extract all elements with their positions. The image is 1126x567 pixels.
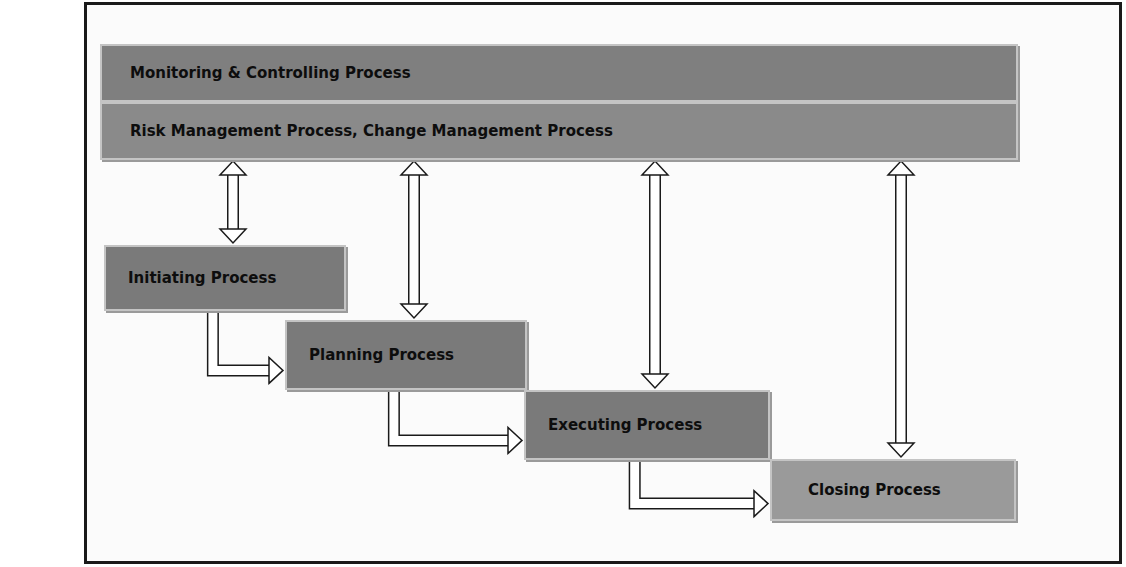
process-arrow — [220, 161, 246, 243]
arrow-shaft-outline — [227, 174, 239, 230]
arrow-shaft — [394, 391, 509, 440]
arrow-shaft — [651, 174, 660, 375]
process-box: Closing Process — [770, 459, 1016, 521]
arrow-head — [642, 161, 668, 175]
arrow-head — [269, 357, 283, 383]
arrow-head — [888, 161, 914, 175]
arrow-head — [888, 443, 914, 457]
arrow-shaft — [213, 312, 270, 370]
arrow-head — [401, 304, 427, 318]
arrow-head — [220, 229, 246, 243]
arrow-shaft-outline — [895, 174, 907, 444]
process-label: Planning Process — [309, 346, 454, 364]
arrow-shaft — [229, 174, 238, 230]
process-label: Risk Management Process, Change Manageme… — [130, 122, 613, 140]
process-label: Monitoring & Controlling Process — [130, 64, 411, 82]
process-box: Planning Process — [285, 320, 527, 390]
arrow-shaft — [635, 461, 755, 504]
arrow-shaft-outline — [408, 174, 420, 305]
process-arrow — [213, 312, 283, 383]
process-label: Initiating Process — [128, 269, 276, 287]
process-arrow — [394, 391, 522, 453]
process-box: Executing Process — [524, 390, 770, 460]
process-label: Closing Process — [808, 481, 941, 499]
process-arrow — [635, 461, 768, 517]
process-arrow — [888, 161, 914, 457]
arrow-shaft-outline — [635, 461, 755, 504]
arrow-shaft-outline — [213, 312, 270, 370]
arrow-head — [508, 427, 522, 453]
arrow-shaft — [410, 174, 419, 305]
process-box: Initiating Process — [104, 245, 346, 311]
arrow-head — [754, 491, 768, 517]
arrow-head — [220, 161, 246, 175]
arrow-head — [401, 161, 427, 175]
arrow-shaft-outline — [394, 391, 509, 440]
process-arrow — [401, 161, 427, 318]
arrow-shaft-outline — [649, 174, 661, 375]
arrow-head — [642, 374, 668, 388]
process-band: Risk Management Process, Change Manageme… — [100, 102, 1018, 160]
process-band: Monitoring & Controlling Process — [100, 44, 1018, 102]
process-label: Executing Process — [548, 416, 702, 434]
process-arrow — [642, 161, 668, 388]
arrow-shaft — [897, 174, 906, 444]
